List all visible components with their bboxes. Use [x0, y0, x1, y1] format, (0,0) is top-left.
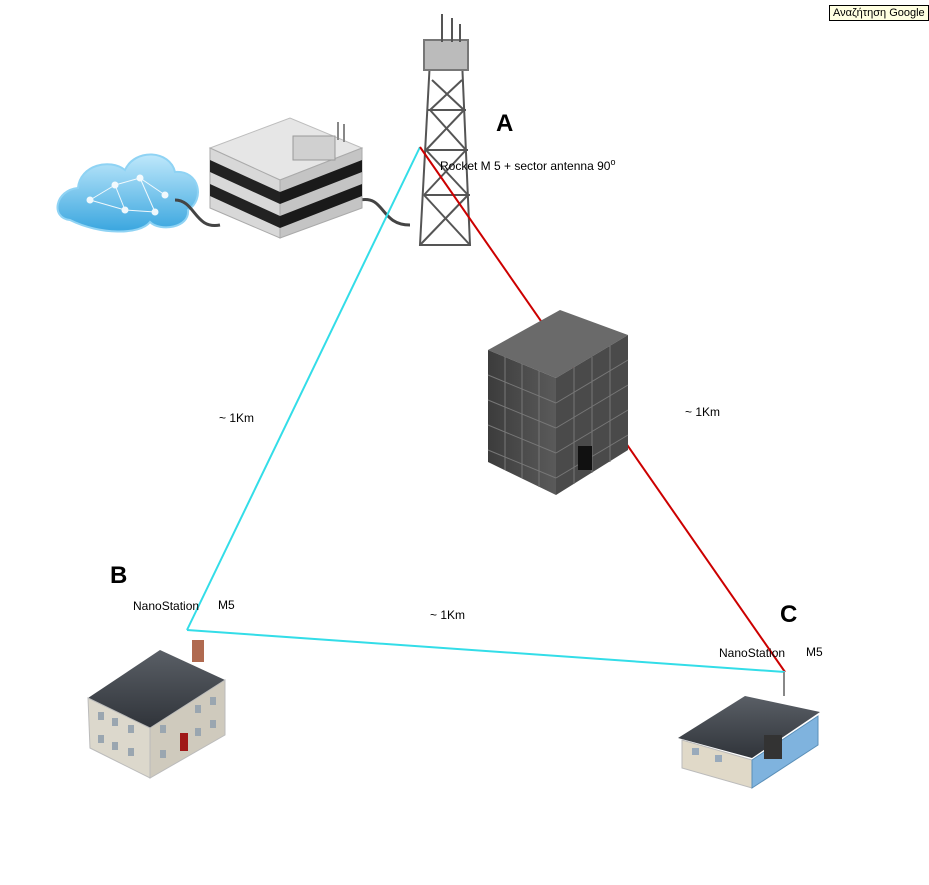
link-ac-distance: ~ 1Km: [685, 405, 720, 419]
link-ab-distance-text: 1Km: [229, 411, 255, 425]
cable: [174, 198, 221, 227]
node-b-label: B: [110, 562, 128, 589]
link-ab-line: [186, 146, 421, 631]
house-c-icon: [678, 672, 820, 789]
link-ab-distance: ~ 1Km: [219, 411, 254, 425]
node-c-device-label: NanoStation: [719, 646, 786, 660]
tilde-glyph: ~: [685, 405, 693, 419]
office-building-icon: [487, 310, 629, 495]
node-a-device-label: Rocket M 5 + sector antenna 90o: [440, 157, 615, 173]
radio-tower-icon: [418, 14, 472, 246]
tilde-glyph: ~: [430, 608, 438, 622]
link-bc-distance-text: 1Km: [440, 608, 466, 622]
cable: [359, 197, 411, 227]
node-c-model-label: M5: [806, 645, 823, 659]
google-search-tooltip: Αναζήτηση Google: [829, 5, 929, 21]
node-b-model-label: M5: [218, 598, 235, 612]
node-b-device-label: NanoStation: [133, 599, 200, 613]
degree-superscript: o: [610, 157, 616, 167]
link-ac-distance-text: 1Km: [695, 405, 721, 419]
node-a-device-text: Rocket M 5 + sector antenna 90: [440, 159, 611, 173]
link-bc-line: [186, 629, 786, 673]
node-c-label: C: [780, 601, 798, 628]
server-icon: [208, 117, 364, 239]
node-a-label: A: [496, 110, 514, 137]
internet-cloud-icon: [56, 153, 199, 233]
tilde-glyph: ~: [219, 411, 227, 425]
link-bc-distance: ~ 1Km: [430, 608, 465, 622]
house-b-icon: [87, 640, 226, 779]
